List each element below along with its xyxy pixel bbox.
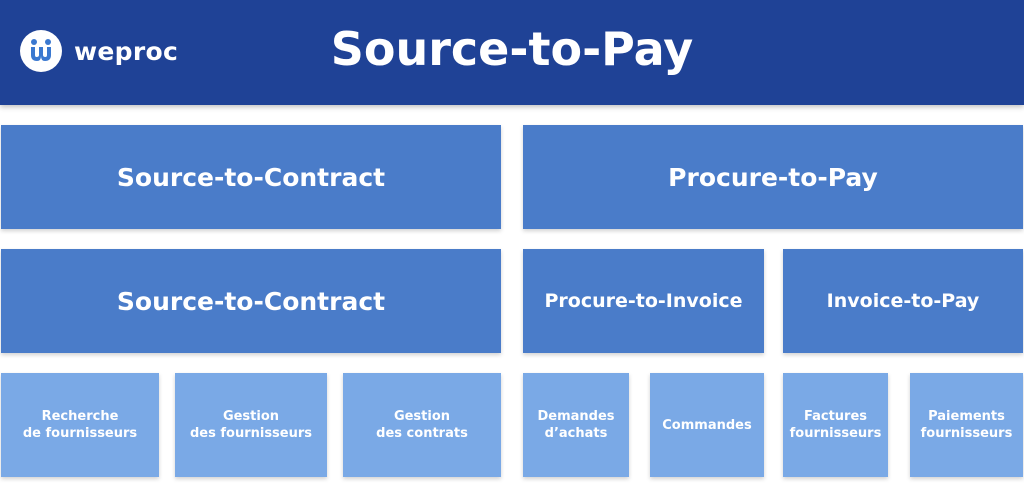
weproc-logo[interactable]: weproc <box>20 30 178 72</box>
box-source-to-contract-l2: Source-to-Contract <box>1 249 501 353</box>
box-demandes-achats: Demandes d’achats <box>523 373 629 477</box>
page-title: Source-to-Pay <box>330 22 694 76</box>
box-gestion-contrats: Gestion des contrats <box>343 373 501 477</box>
box-invoice-to-pay: Invoice-to-Pay <box>783 249 1023 353</box>
header-banner: weproc Source-to-Pay <box>0 0 1024 105</box>
box-gestion-fournisseurs: Gestion des fournisseurs <box>175 373 327 477</box>
box-recherche-fournisseurs: Recherche de fournisseurs <box>1 373 159 477</box>
box-paiements-fournisseurs: Paiements fournisseurs <box>910 373 1023 477</box>
box-procure-to-pay-l1: Procure-to-Pay <box>523 125 1023 229</box>
box-source-to-contract-l1: Source-to-Contract <box>1 125 501 229</box>
box-commandes: Commandes <box>650 373 764 477</box>
box-procure-to-invoice: Procure-to-Invoice <box>523 249 764 353</box>
weproc-logo-icon <box>20 30 62 72</box>
logo-text: weproc <box>74 36 179 66</box>
box-factures-fournisseurs: Factures fournisseurs <box>783 373 888 477</box>
